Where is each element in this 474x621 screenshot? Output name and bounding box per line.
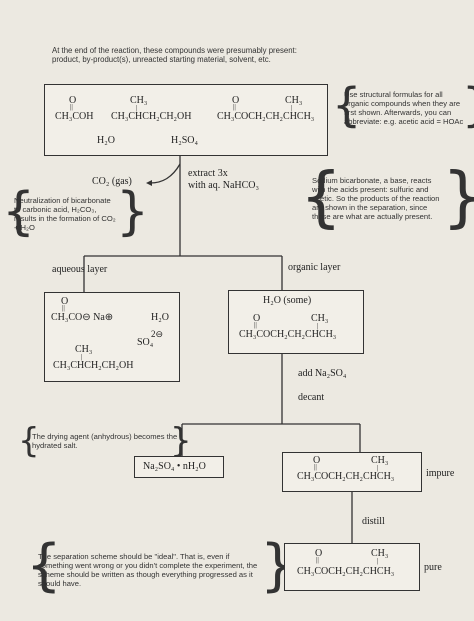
note-structural-formulas: Use structural formulas for all organic …: [344, 90, 464, 126]
intro-line-1: At the end of the reaction, these compou…: [52, 46, 297, 55]
left-brace-icon: {: [2, 182, 36, 242]
impure-product-box: O || CH₃ | CH₃COCH₂CH₂CHCH₃: [282, 452, 422, 492]
ester-branch-bond: |: [317, 322, 319, 330]
water-formula: H₂O: [97, 135, 115, 146]
reaction-mixture-box: O || CH₃COH CH₃ | CH₃CHCH₂CH₂OH O || CH₃…: [44, 84, 328, 156]
left-brace-icon: {: [300, 158, 342, 235]
acetic-double-bond: ||: [70, 103, 73, 111]
hydrated-sodium-sulfate-formula: Na₂SO₄ • nH₂O: [143, 461, 206, 472]
note-neutralization: Neutralization of bicarbonate to carboni…: [14, 196, 116, 232]
hydrated-salt-box: Na₂SO₄ • nH₂O: [134, 456, 224, 478]
pure-label: pure: [424, 562, 442, 573]
acetate-double-bond: ||: [62, 304, 65, 312]
ester-branch-bond: |: [377, 464, 379, 472]
aqueous-layer-box: O || CH₃CO⊖ Na⊕ H₂O 2⊖ SO₄ CH₃ | CH₃CHCH…: [44, 292, 180, 382]
isoamyl-acetate-formula: CH₃COCH₂CH₂CHCH₃: [297, 471, 395, 482]
organic-layer-label: organic layer: [288, 262, 341, 273]
extract-line-1: extract 3x: [188, 168, 228, 179]
sodium-acetate-formula: CH₃CO⊖ Na⊕: [51, 312, 114, 323]
ester-double-bond: ||: [316, 556, 319, 564]
sulfuric-acid-formula: H₂SO₄: [171, 135, 198, 146]
ester-carbonyl-o: O: [313, 455, 321, 466]
ester-carbonyl-o: O: [315, 548, 323, 559]
note-ideal-scheme: The separation scheme should be "ideal".…: [38, 552, 258, 588]
distill-step: distill: [362, 516, 385, 527]
alcohol-branch-bond: |: [81, 353, 83, 361]
right-brace-icon: }: [116, 182, 150, 242]
acetic-acid-formula: CH₃COH: [55, 111, 94, 122]
isoamyl-acetate-formula: CH₃COCH₂CH₂CHCH₃: [297, 566, 395, 577]
acetic-carbonyl-o: O: [69, 95, 77, 106]
isoamyl-alcohol-formula: CH₃CHCH₂CH₂OH: [111, 111, 192, 122]
ester-branch-methyl: CH₃: [285, 95, 303, 106]
ester-double-bond: ||: [254, 321, 257, 329]
right-brace-icon: }: [462, 82, 474, 128]
pure-product-box: O || CH₃ | CH₃COCH₂CH₂CHCH₃: [284, 543, 420, 591]
sulfate-charge: 2⊖: [151, 329, 164, 339]
add-sodium-sulfate-step: add Na₂SO₄: [298, 368, 347, 379]
ester-branch-bond: |: [377, 557, 379, 565]
co2-gas-label: CO₂ (gas): [92, 176, 132, 187]
left-brace-icon: {: [332, 78, 362, 132]
ester-carbonyl-o: O: [253, 313, 261, 324]
extract-step: extract 3x with aq. NaHCO₃: [188, 168, 259, 192]
isoamyl-acetate-formula: CH₃COCH₂CH₂CHCH₃: [217, 111, 315, 122]
intro-line-2: product, by-product(s), unreacted starti…: [52, 55, 271, 64]
aqueous-layer-label: aqueous layer: [52, 264, 108, 275]
ester-branch-methyl: CH₃: [371, 548, 389, 559]
sulfate-formula: SO₄: [137, 337, 154, 348]
right-brace-icon: }: [170, 421, 192, 461]
extract-line-2: with aq. NaHCO₃: [188, 180, 259, 191]
alcohol-branch-bond: |: [136, 104, 138, 112]
acetate-carbonyl-o: O: [61, 296, 69, 307]
organic-layer-box: H₂O (some) O || CH₃ | CH₃COCH₂CH₂CHCH₃: [228, 290, 364, 354]
ester-double-bond: ||: [314, 463, 317, 471]
alcohol-branch-methyl: CH₃: [75, 344, 93, 355]
ester-carbonyl-o: O: [232, 95, 240, 106]
intro-text: At the end of the reaction, these compou…: [52, 46, 297, 64]
water-some-formula: H₂O (some): [263, 295, 312, 306]
left-brace-icon: {: [18, 421, 40, 461]
isoamyl-acetate-formula: CH₃COCH₂CH₂CHCH₃: [239, 329, 337, 340]
note-drying-agent: The drying agent (anhydrous) becomes the…: [32, 432, 178, 450]
ester-double-bond: ||: [233, 103, 236, 111]
isoamyl-alcohol-formula: CH₃CHCH₂CH₂OH: [53, 360, 134, 371]
impure-label: impure: [426, 468, 455, 479]
note-bicarbonate: Sodium bicarbonate, a base, reacts with …: [312, 176, 440, 221]
alcohol-branch-methyl: CH₃: [130, 95, 148, 106]
left-brace-icon: {: [26, 533, 62, 598]
right-brace-icon: }: [442, 164, 474, 230]
decant-step: decant: [298, 392, 325, 403]
ester-branch-methyl: CH₃: [311, 313, 329, 324]
ester-branch-methyl: CH₃: [371, 455, 389, 466]
water-formula: H₂O: [151, 312, 169, 323]
ester-branch-bond: |: [291, 104, 293, 112]
